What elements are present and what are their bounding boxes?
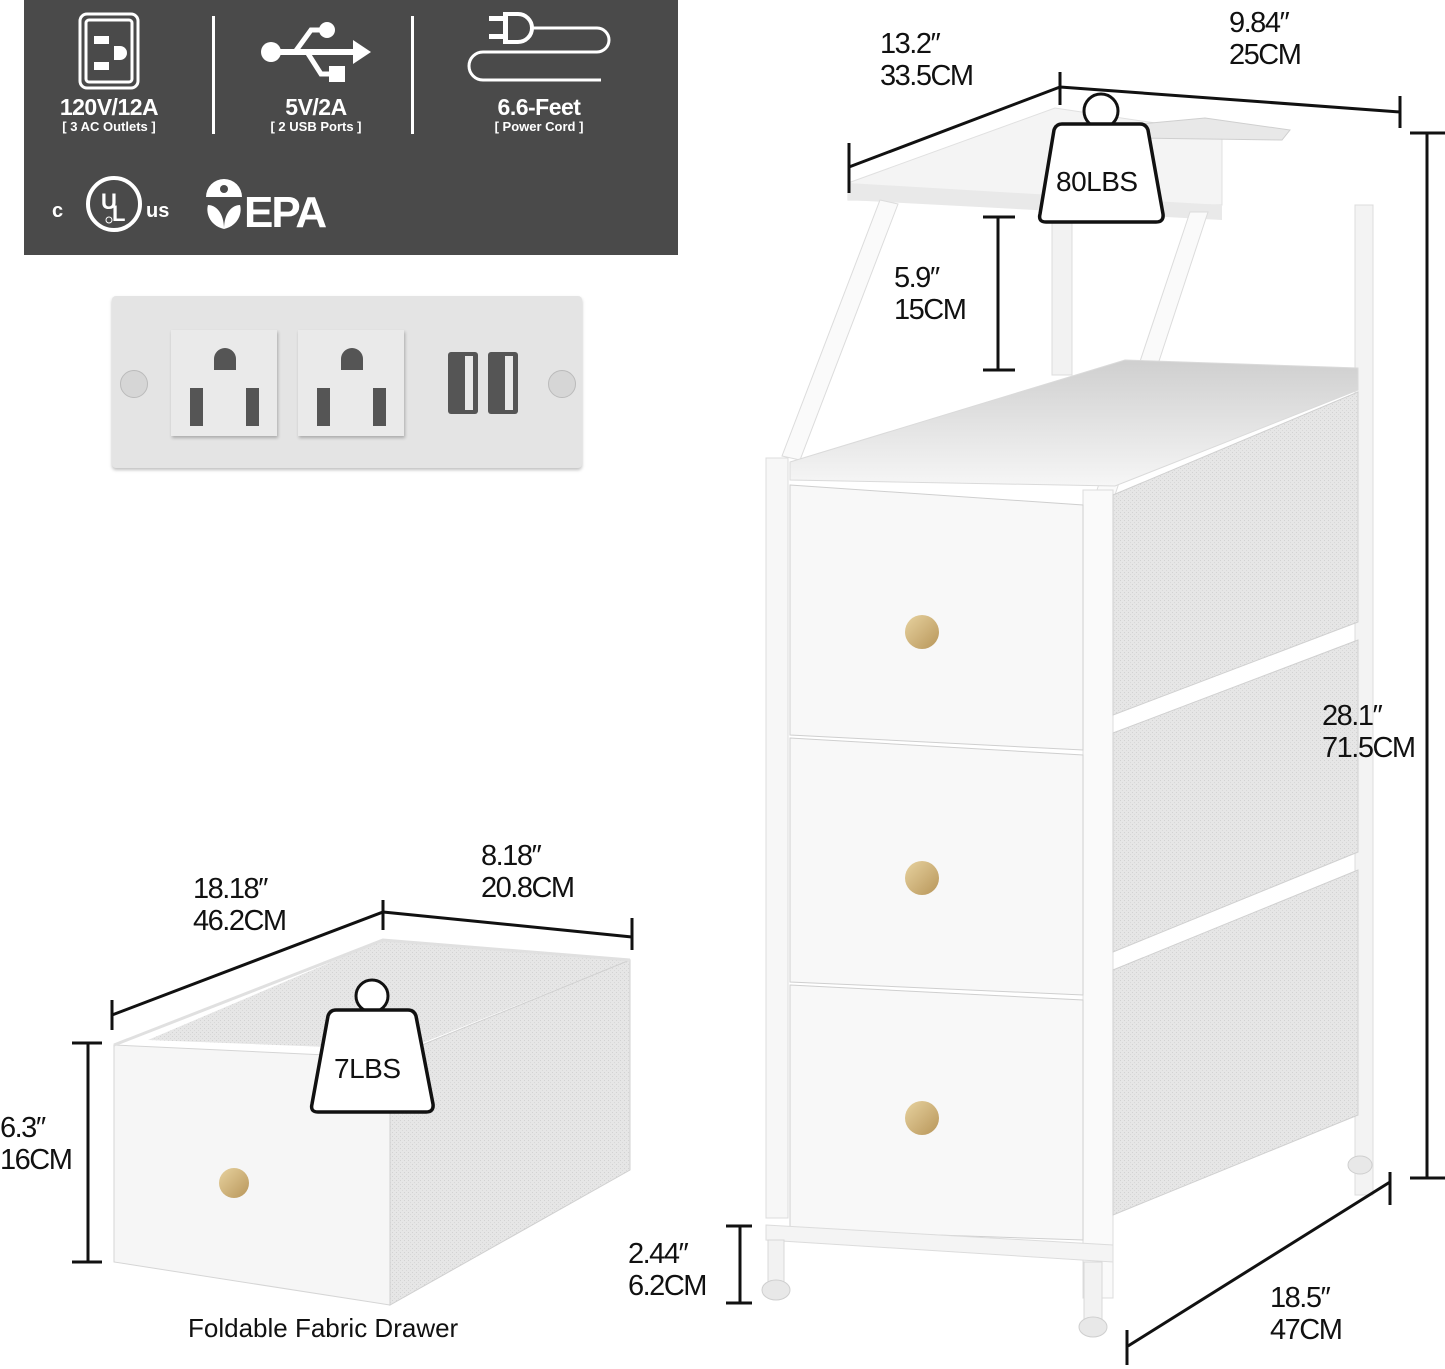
dim-drawer-height: 6.3″ 16CM [0, 1112, 73, 1176]
drawer-knob [905, 615, 939, 649]
ac-outlet-icon [78, 12, 140, 90]
spec-sub: [ 3 AC Outlets ] [62, 119, 156, 134]
outlet-strip [112, 296, 582, 468]
screw-icon [548, 370, 576, 398]
outlet-slot [190, 388, 203, 426]
dim-leg-height: 2.44″ 6.2CM [628, 1238, 707, 1302]
drawer-knob [219, 1168, 249, 1198]
usb-port [448, 352, 478, 414]
dim-depth: 13.2″ 33.5CM [880, 28, 974, 92]
svg-text:EPA: EPA [244, 188, 326, 235]
ac-outlet [171, 330, 277, 436]
svg-text:c: c [52, 200, 63, 222]
dim-drawer-depth: 18.18″ 46.2CM [193, 873, 287, 937]
drawer-knob [905, 861, 939, 895]
dim-shelf-gap: 5.9″ 15CM [894, 262, 967, 326]
svg-text:U: U [101, 189, 117, 214]
svg-text:L: L [112, 201, 125, 226]
spec-value: 6.6-Feet [497, 94, 581, 120]
spec-ac-outlets: 120V/12A [ 3 AC Outlets ] [44, 10, 174, 135]
ground-hole [214, 348, 236, 370]
dim-width: 9.84″ 25CM [1229, 7, 1302, 71]
dim-drawer-width: 8.18″ 20.8CM [481, 840, 575, 904]
screw-icon [120, 370, 148, 398]
spec-usb-ports: 5V/2A [ 2 USB Ports ] [246, 10, 386, 135]
spec-sub: [ Power Cord ] [494, 119, 584, 134]
spec-value: 120V/12A [59, 94, 159, 120]
drawer-knob [905, 1101, 939, 1135]
spec-panel: 120V/12A [ 3 AC Outlets ] 5V/2A [ 2 USB … [24, 0, 678, 255]
top-load-label: 80LBS [1056, 166, 1138, 197]
outlet-slot [246, 388, 259, 426]
dim-height: 28.1″ 71.5CM [1322, 700, 1416, 764]
spec-power-cord: 6.6-Feet [ Power Cord ] [454, 10, 624, 135]
spec-sub: [ 2 USB Ports ] [270, 119, 362, 134]
epa-logo-icon: EPA [206, 179, 328, 235]
svg-text:us: us [146, 200, 169, 222]
dim-base-depth: 18.5″ 47CM [1270, 1282, 1343, 1346]
usb-icon [260, 22, 371, 82]
power-plug-cord-icon [467, 12, 611, 82]
divider [411, 16, 414, 134]
weight-icon-80lbs [1037, 92, 1165, 224]
spec-value: 5V/2A [285, 94, 347, 120]
outlet-slot [317, 388, 330, 426]
ac-outlet [298, 330, 404, 436]
drawer-load-label: 7LBS [334, 1053, 401, 1084]
usb-port [488, 352, 518, 414]
weight-icon-7lbs [309, 978, 435, 1114]
outlet-slot [373, 388, 386, 426]
ul-listed-icon: c U L us [52, 176, 169, 232]
ground-hole [341, 348, 363, 370]
drawer-caption: Foldable Fabric Drawer [188, 1313, 459, 1343]
divider [212, 16, 215, 134]
